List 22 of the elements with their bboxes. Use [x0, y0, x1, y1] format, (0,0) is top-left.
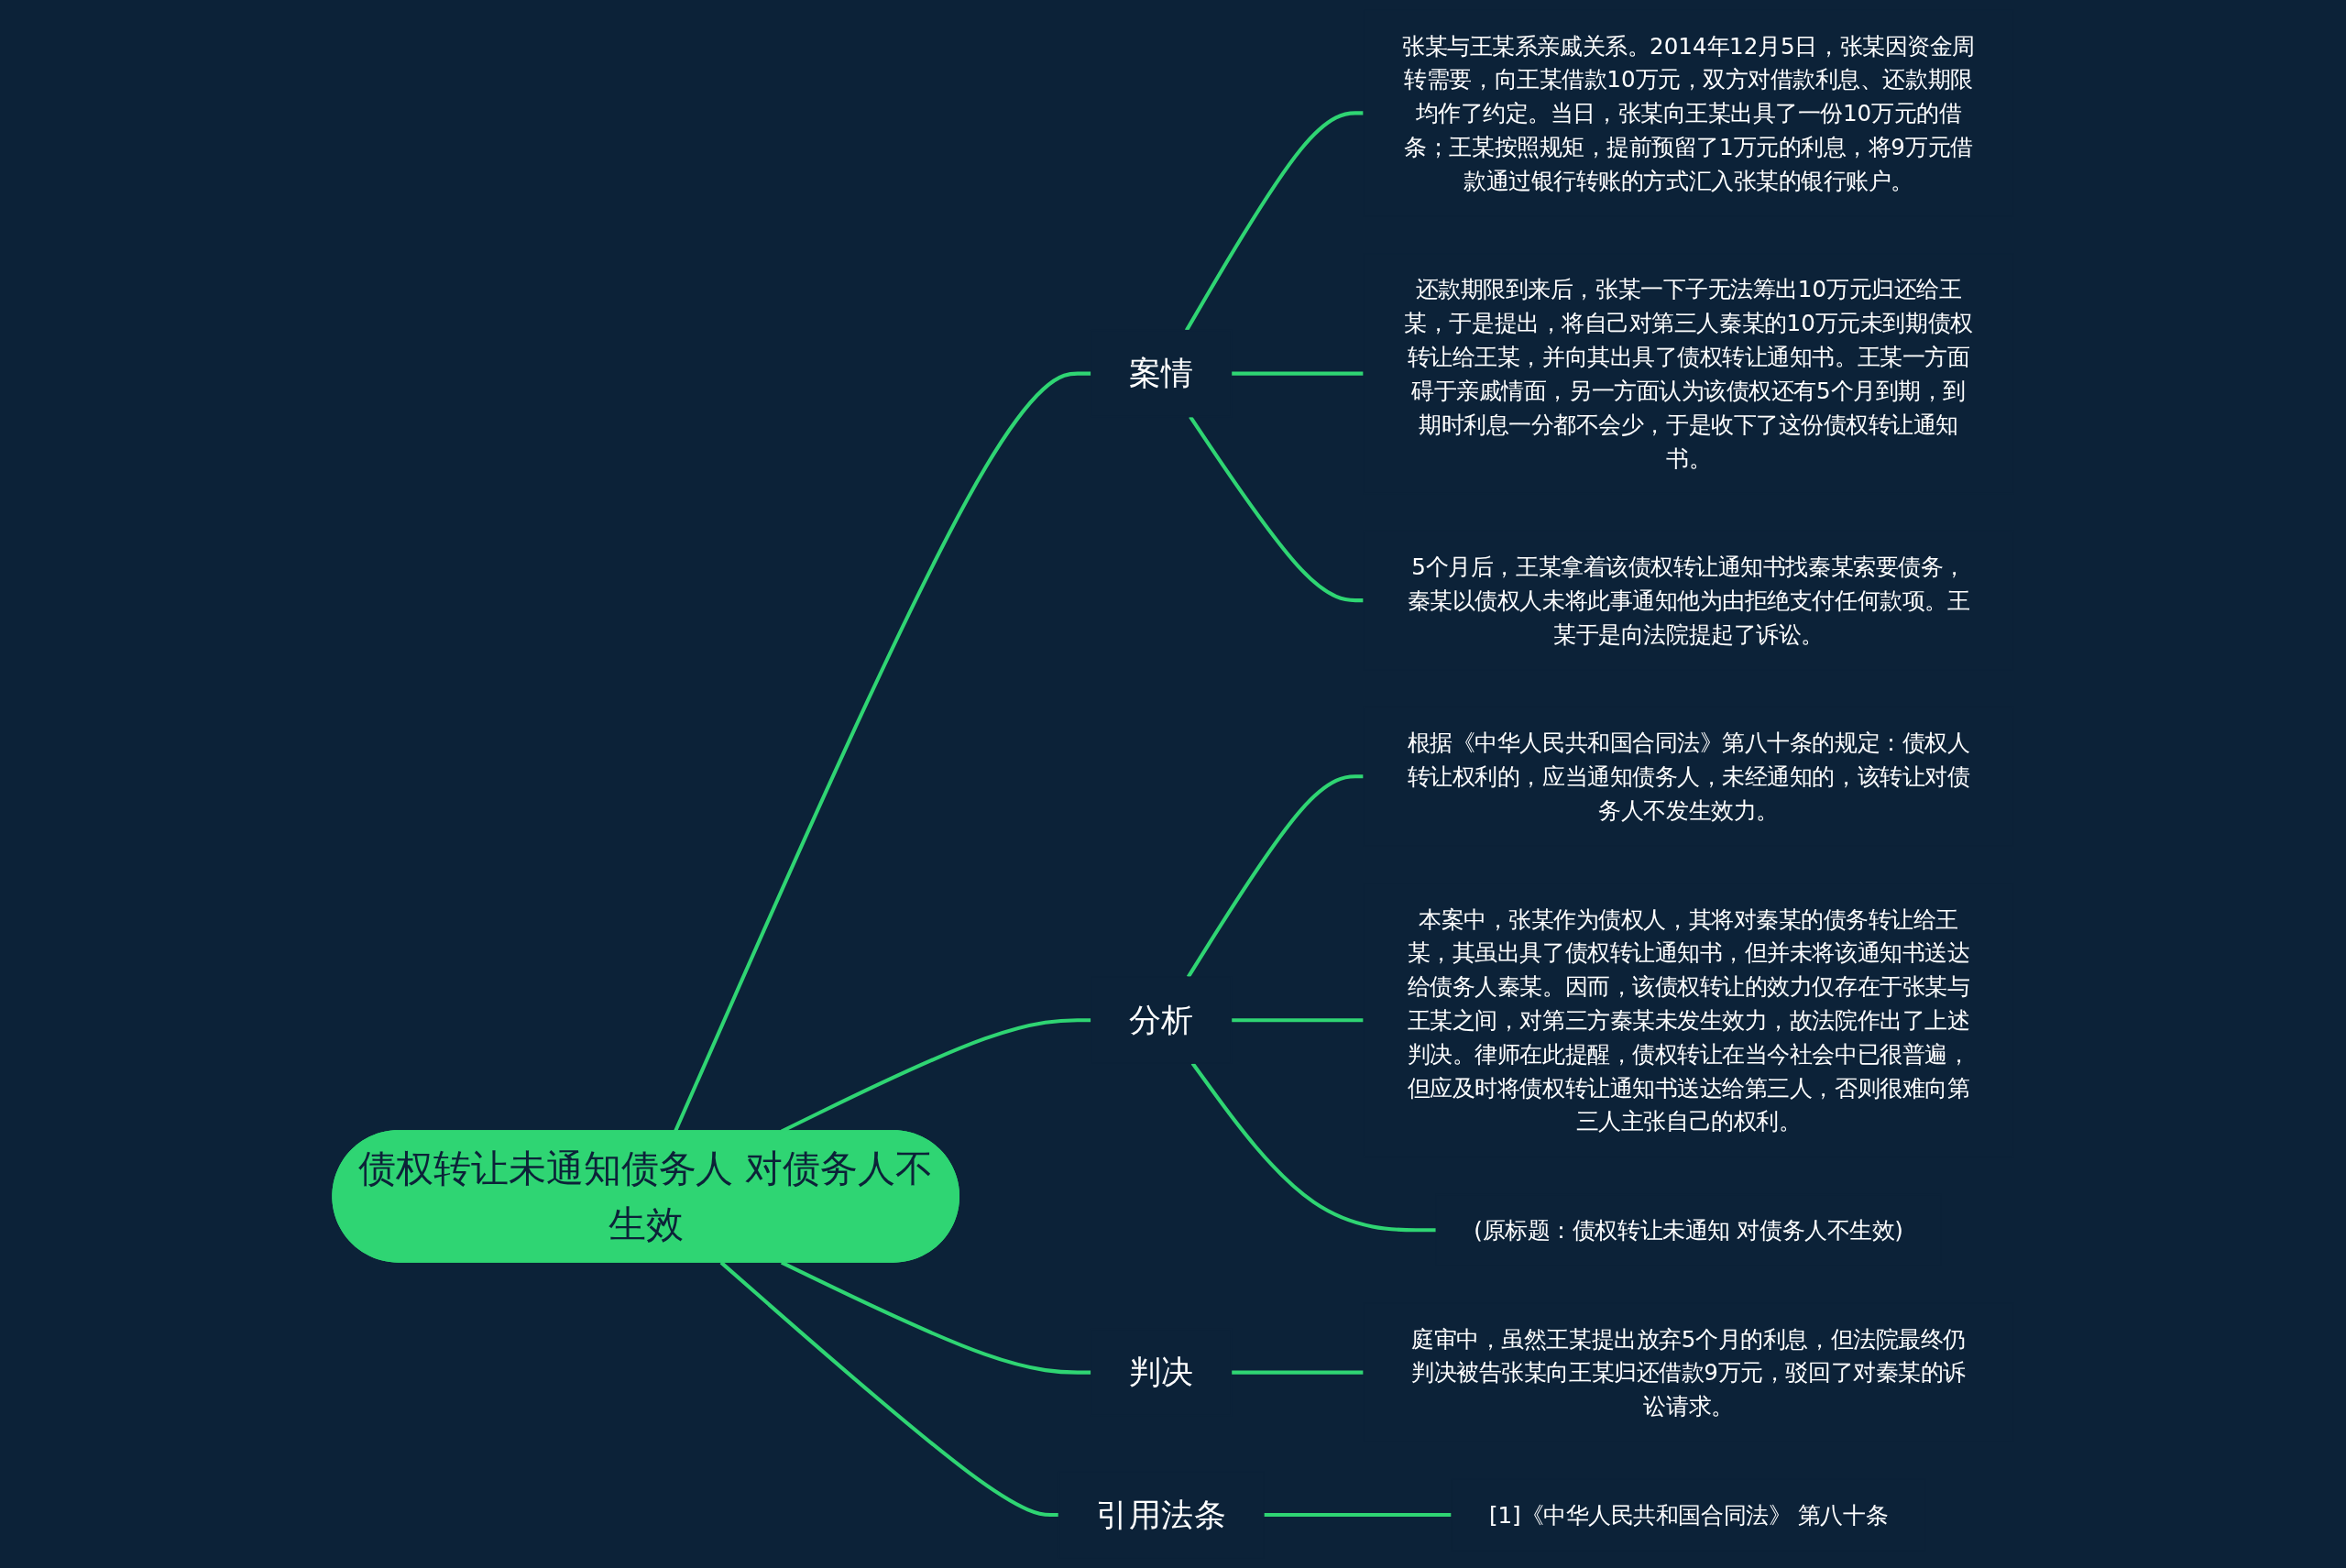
- connector: [1231, 1018, 1365, 1023]
- connector: [1189, 415, 1365, 603]
- connector: [780, 1260, 1091, 1375]
- node-text: 判决: [1128, 1353, 1194, 1391]
- connector: [1264, 1513, 1452, 1518]
- node-text: (原标题：债权转让未通知 对债务人不生效): [1474, 1216, 1903, 1244]
- connector: [1231, 1370, 1365, 1375]
- node-text: 还款期限到来后，张某一下子无法筹出10万元归还给王某，于是提出，将自己对第三人秦某的10万元未到期债权转让给王某，并向其出具了债权转让通知书。王某一方面碍于亲戚情面，另一方面认为该债权还有5个月到期，到期时利息一分都不会少，于是收下了这份债权转让通知书。: [1404, 276, 1973, 471]
- node-text: 引用法条: [1096, 1495, 1227, 1533]
- node-text: 分析: [1128, 1001, 1194, 1038]
- node-text: 根据《中华人民共和国合同法》第八十条的规定：债权人转让权利的，应当通知债务人，未经通知的，该转让对债务人不发生效力。: [1407, 729, 1970, 824]
- node-text: 案情: [1128, 354, 1194, 392]
- connector: [719, 1261, 1059, 1518]
- connector: [1231, 371, 1365, 376]
- connector: [1184, 111, 1365, 332]
- connector: [1186, 774, 1365, 979]
- node-text: [1]《中华人民共和国合同法》 第八十条: [1488, 1501, 1889, 1529]
- connector: [1190, 1062, 1437, 1233]
- node-text: 5个月后，王某拿着该债权转让通知书找秦某索要债务，秦某以债权人未将此事通知他为由拒绝支付任何款项。王某于是向法院提起了诉讼。: [1407, 553, 1970, 648]
- node-text: 张某与王某系亲戚关系。2014年12月5日，张某因资金周转需要，向王某借款10万元，双方对借款利息、还款期限均作了约定。当日，张某向王某出具了一份10万元的借条；王某按照规矩，提前预留了1万元的利息，将9万元借款通过银行转账的方式汇入张某的银行账户。: [1402, 32, 1975, 194]
- node-text: 庭审中，虽然王某提出放弃5个月的利息，但法院最终仍判决被告张某向王某归还借款9万元，驳回了对秦某的诉讼请求。: [1411, 1325, 1966, 1420]
- node-text: 本案中，张某作为债权人，其将对秦某的债务转让给王某，其虽出具了债权转让通知书，但并未将该通知书送达给债务人秦某。因而，该债权转让的效力仅存在于张某与王某之间，对第三方秦某未发生效力，故法院作出了上述判决。律师在此提醒，债权转让在当今社会中已很普遍，但应及时将债权转让通知书送达给第三人，否则很难向第三人主张自己的权利。: [1407, 905, 1970, 1135]
